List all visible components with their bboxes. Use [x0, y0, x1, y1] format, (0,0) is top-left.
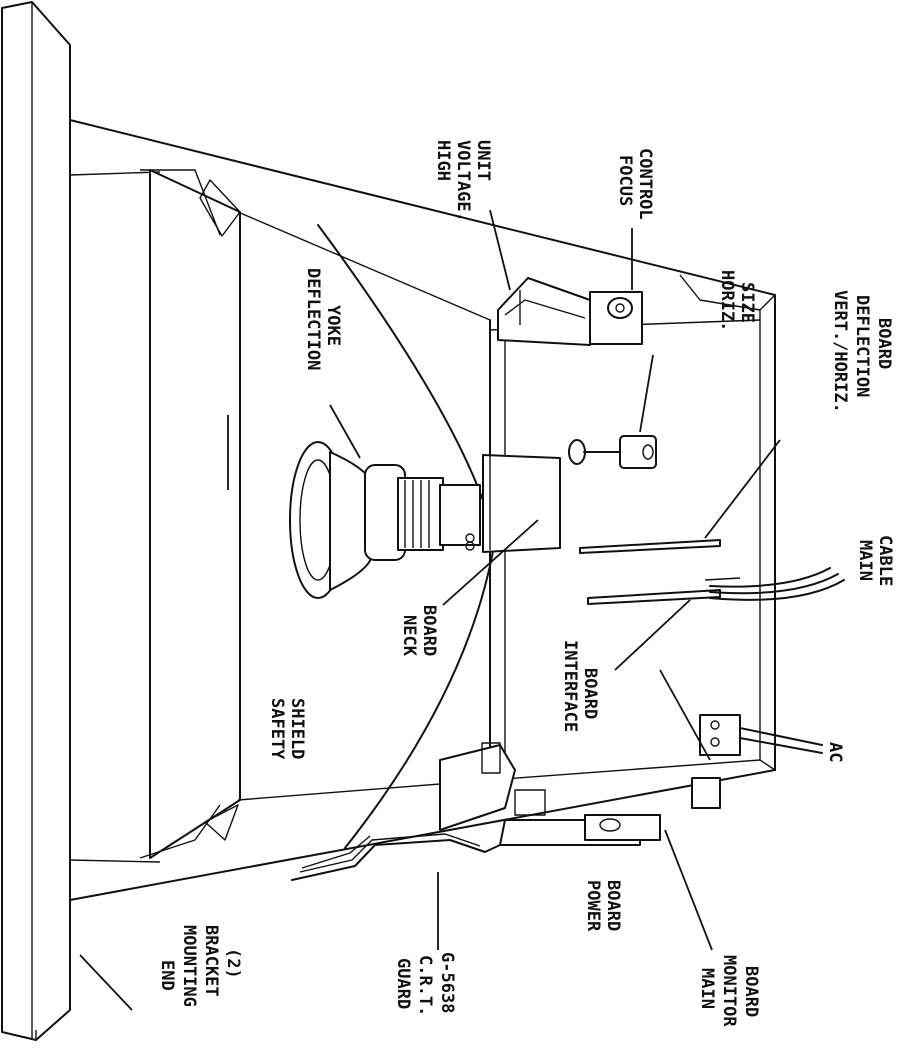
label-line: C.R.T.: [415, 955, 435, 1016]
label-line: GUARD: [393, 958, 413, 1009]
label-line: VOLTAGE,: [453, 140, 473, 222]
label-ac: AC: [825, 742, 845, 762]
label-line: CONTROL: [635, 148, 655, 220]
leader-lines: [79, 209, 781, 1011]
label-line: VERT./HORIZ.: [830, 290, 850, 413]
label-main-cable: MAIN CABLE: [855, 535, 895, 586]
label-line: MONITOR: [719, 955, 739, 1027]
label-focus-control: FOCUS CONTROL: [615, 148, 655, 220]
ac-connector-drawing: [691, 714, 823, 809]
guard-crt-drawing: [291, 833, 501, 881]
main-cable-drawing: [709, 567, 845, 601]
label-line: BOARD: [603, 880, 623, 931]
label-line: BOARD: [580, 668, 600, 719]
label-line: UNIT: [473, 140, 493, 181]
focus-control-drawing: [589, 291, 643, 345]
label-line: HORIZ.: [717, 270, 737, 331]
deflection-yoke-drawing: [289, 441, 481, 599]
label-line: BOARD: [741, 966, 761, 1017]
label-line: DEFLECTION: [852, 295, 872, 397]
label-line: YOKE: [323, 305, 343, 346]
horiz-size-control-drawing: [568, 435, 657, 469]
label-safety-shield: SAFETY SHIELD: [267, 698, 307, 760]
circuit-boards-drawing: [579, 539, 741, 605]
label-line: FOCUS: [615, 155, 635, 206]
label-line: MAIN: [855, 540, 875, 581]
label-line: NECK: [399, 615, 419, 657]
neck-board-drawing: [465, 454, 561, 553]
label-line: BRACKET: [201, 925, 221, 997]
label-power-board: POWER BOARD: [583, 880, 623, 932]
label-line: G-5638: [437, 952, 457, 1013]
label-line: MAIN: [697, 968, 717, 1009]
label-line: (2): [223, 948, 243, 979]
end-mounting-bracket-drawing: [1, 1, 71, 1041]
power-board-drawing: [439, 742, 661, 846]
label-line: SIZE: [737, 282, 757, 323]
label-interface-board: INTERFACE BOARD: [560, 640, 600, 732]
label-vert-horiz-deflection-board: VERT./HORIZ. DEFLECTION BOARD: [830, 290, 894, 413]
label-line: BOARD: [419, 605, 439, 656]
label-main-monitor-board: MAIN MONITOR BOARD: [697, 955, 761, 1027]
label-end-mounting-bracket: END MOUNTING BRACKET (2): [157, 925, 243, 1007]
label-line: MOUNTING: [179, 925, 199, 1007]
label-high-voltage-unit: HIGH VOLTAGE, UNIT: [433, 140, 493, 222]
safety-shield-drawing: [139, 169, 241, 859]
label-deflection-yoke: DEFLECTION YOKE: [303, 268, 343, 370]
label-line: INTERFACE: [560, 640, 580, 732]
label-line: POWER: [583, 880, 603, 932]
label-guard-crt: GUARD C.R.T. G-5638: [393, 952, 457, 1016]
label-line: AC: [825, 742, 845, 762]
label-line: CABLE: [875, 535, 895, 586]
label-line: SHIELD: [287, 698, 307, 759]
high-voltage-unit-drawing: [497, 277, 591, 346]
label-line: BOARD: [874, 318, 894, 369]
label-neck-board: NECK BOARD: [399, 605, 439, 657]
label-horiz-size: HORIZ. SIZE: [717, 270, 757, 331]
label-line: HIGH: [433, 140, 453, 181]
label-line: END: [157, 960, 177, 991]
label-line: DEFLECTION: [303, 268, 323, 370]
label-line: SAFETY: [267, 698, 287, 760]
chassis-body: [69, 119, 776, 901]
